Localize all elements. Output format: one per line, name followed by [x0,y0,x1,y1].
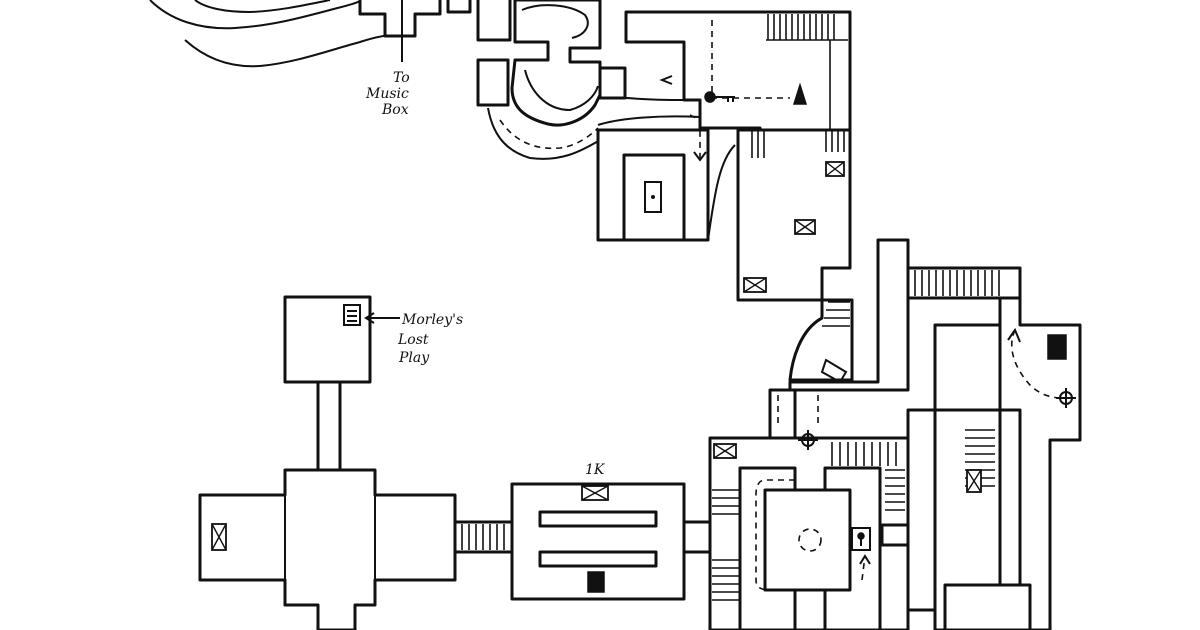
crosshair-icon [798,430,818,450]
crate [825,161,845,177]
crate [581,485,609,501]
right-wing-corridor [906,266,1022,300]
crosshair-icon [1056,388,1076,408]
coffin-room [596,128,736,242]
corridor-to-music-box [358,0,442,62]
stairs-west-connector [453,520,515,554]
dark-trap-icon [587,571,605,593]
shrine-complex [708,388,910,630]
scroll-note-icon [343,304,361,326]
cave-pool [487,0,701,160]
crate [743,277,767,293]
morleys-room [283,295,400,497]
crate [794,219,816,235]
morleys-label-line3: Play [398,350,430,366]
keyhole-door-icon [851,527,871,551]
treasure-hall [510,482,686,601]
treasure-value-label: 1K [585,462,606,478]
winding-stair-passage [788,238,910,392]
key-room [598,10,852,132]
statue-icon [792,82,808,105]
right-room [906,296,1082,630]
crate [211,523,227,551]
crate [966,469,982,493]
east-connector [682,520,714,554]
morleys-label-line2: Lost [397,332,429,348]
stairs-key-room [766,14,848,130]
music-box-label-line1: To [393,70,410,86]
key-icon [704,91,735,103]
cross-hall [198,468,457,630]
crate [713,443,737,459]
coffin-icon [644,181,662,213]
cave-passage-top-left [149,0,391,68]
dark-trap-icon [1047,334,1067,360]
morleys-label-line1: Morley's [401,312,463,328]
rooms-top-centre [446,0,512,107]
music-box-label-line2: Music [365,86,409,102]
stair-hall [689,114,852,302]
music-box-label-line3: Box [381,102,409,118]
